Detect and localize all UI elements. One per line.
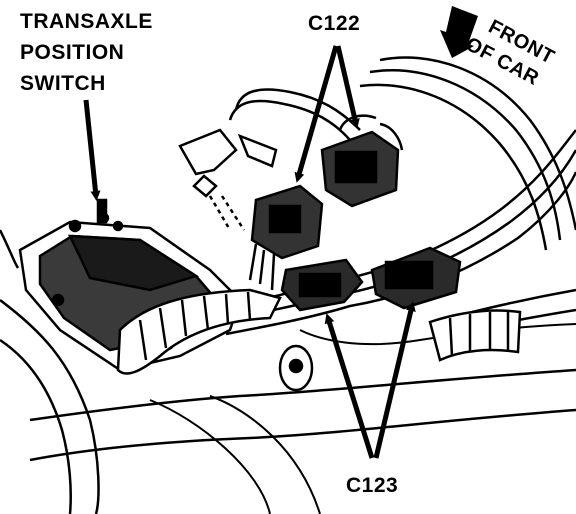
switch-label-line3: SWITCH [20, 72, 106, 95]
switch-label-line2: POSITION [20, 41, 125, 64]
transaxle-switch-label: TRANSAXLE POSITION SWITCH [20, 6, 153, 99]
connector-c122-label: C122 [308, 12, 361, 35]
lower-connector [278, 344, 314, 392]
conduit [116, 288, 522, 375]
switch-label-line1: TRANSAXLE [20, 10, 153, 33]
front-arrow-icon [440, 6, 478, 58]
connector-c122 [248, 114, 404, 291]
bracket [178, 128, 278, 231]
connector-c123-label: C123 [346, 474, 399, 497]
leader-arrows [83, 45, 416, 459]
frame-rail [0, 229, 576, 514]
connector-c123 [280, 246, 462, 312]
